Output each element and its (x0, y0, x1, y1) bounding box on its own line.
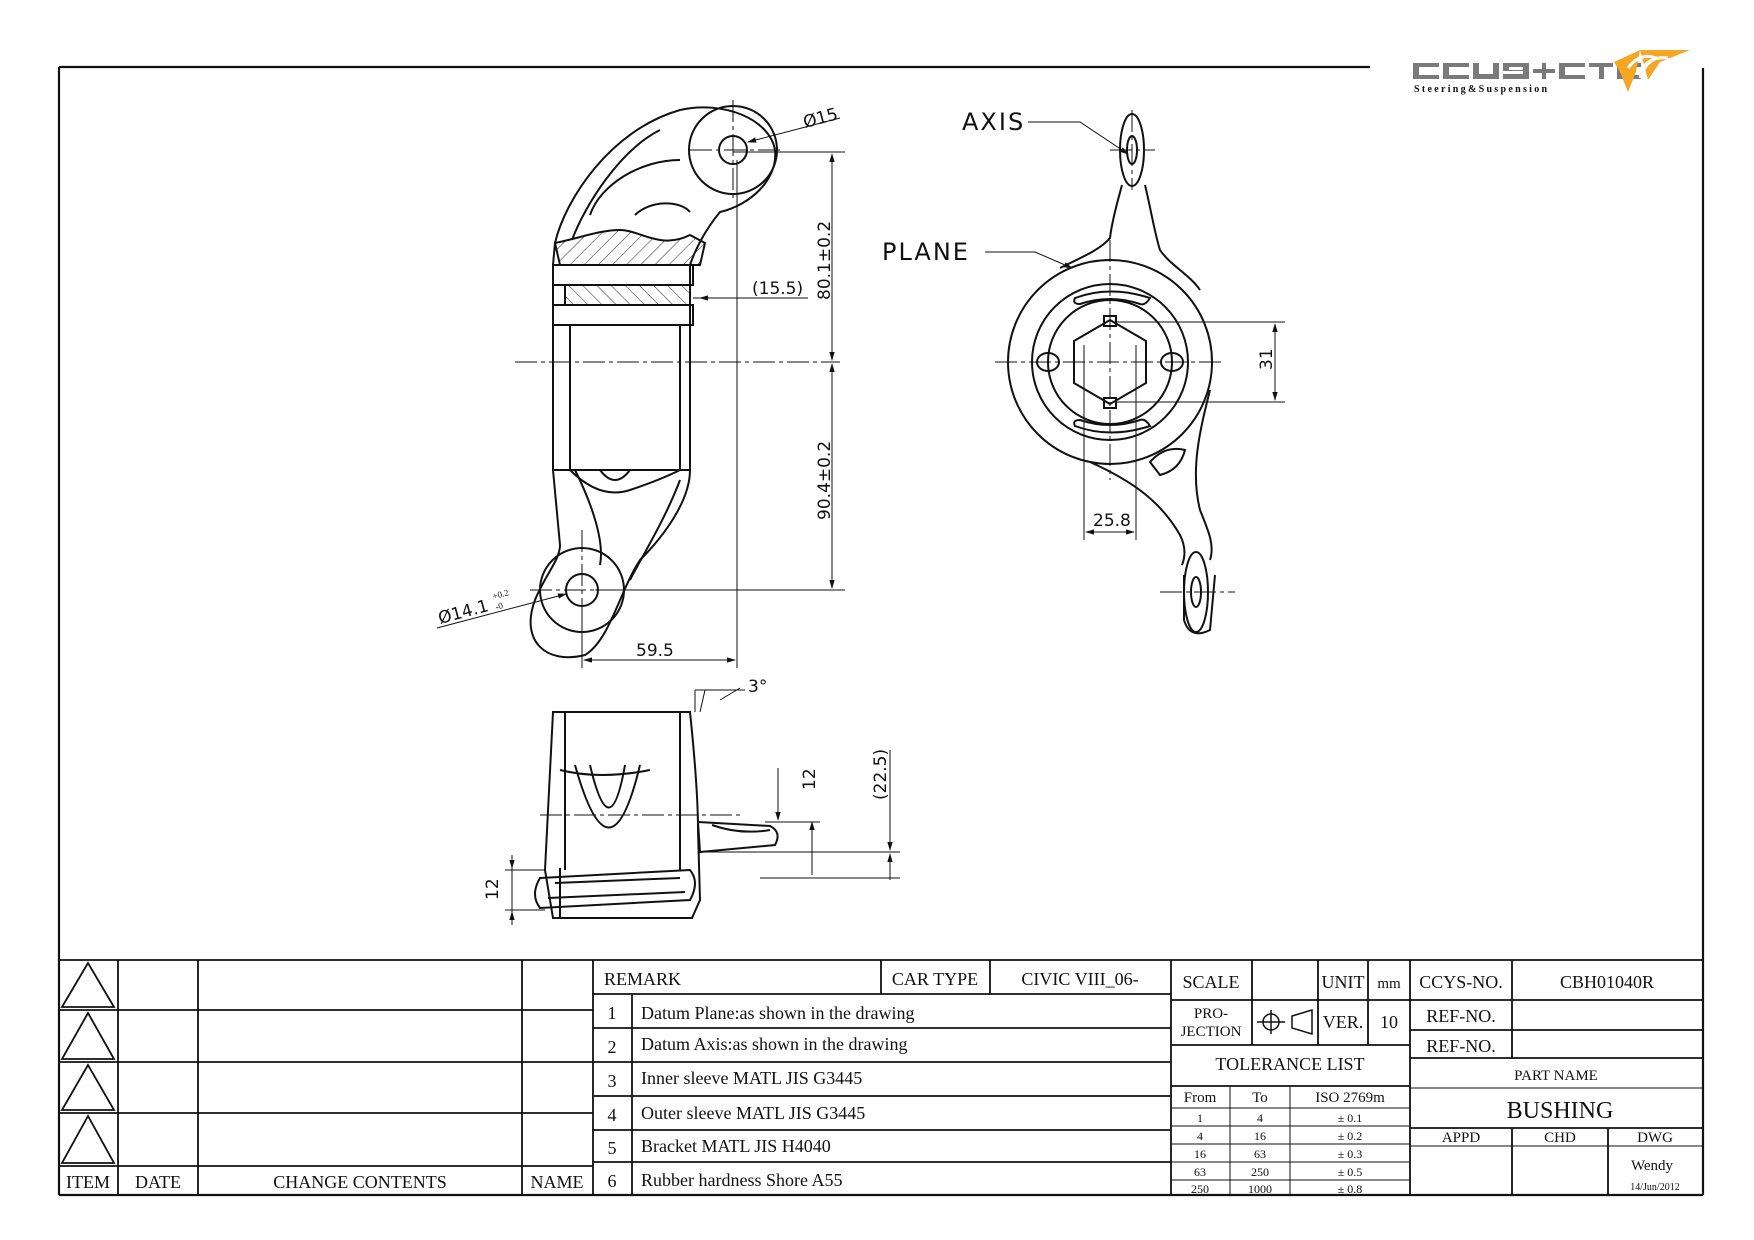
ccys-value: CBH01040R (1560, 972, 1654, 992)
dim-hole-bottom-tol-upper: +0.2 (491, 587, 509, 601)
tol-r4-to: 250 (1251, 1165, 1269, 1179)
tolerance-header-to: To (1252, 1090, 1268, 1106)
remark-no-1: 1 (608, 1003, 617, 1023)
remark-no-6: 6 (608, 1171, 617, 1191)
tol-r4-val: ± 0.5 (1338, 1165, 1363, 1179)
dim-width: 25.8 (1093, 511, 1131, 531)
remark-text-2: Datum Axis:as shown in the drawing (641, 1034, 907, 1054)
remark-no-2: 2 (608, 1037, 617, 1057)
remark-text-1: Datum Plane:as shown in the drawing (641, 1003, 914, 1023)
sheet-border (57, 65, 1705, 1197)
dim-height-lower: 90.4±0.2 (815, 441, 835, 520)
side-flange (696, 820, 779, 854)
logo-tagline: Steering&Suspension (1414, 84, 1549, 95)
tol-r2-from: 4 (1197, 1129, 1203, 1143)
dim-height-upper: 80.1±0.2 (815, 221, 835, 300)
unit-value: mm (1377, 976, 1401, 992)
tol-r5-to: 1000 (1248, 1182, 1272, 1196)
projection-symbol-icon (1257, 1008, 1313, 1036)
projection-label-2: JECTION (1181, 1024, 1242, 1040)
dim-flange-thickness: 12 (800, 768, 820, 790)
remark-text-5: Bracket MATL JIS H4040 (641, 1136, 831, 1156)
ver-label: VER. (1323, 1012, 1364, 1032)
part-name-value: BUSHING (1507, 1098, 1614, 1124)
tol-r3-val: ± 0.3 (1338, 1147, 1363, 1161)
tol-r3-from: 16 (1194, 1147, 1206, 1161)
tol-r1-from: 1 (1197, 1111, 1203, 1125)
callout-plane: PLANE (882, 238, 970, 266)
rev-header-item: ITEM (66, 1172, 110, 1192)
ccys-label: CCYS-NO. (1419, 972, 1503, 992)
dwg-value: Wendy (1631, 1158, 1674, 1174)
title-block-lines (59, 959, 1703, 1195)
remark-no-5: 5 (608, 1138, 617, 1158)
callout-axis: AXIS (962, 108, 1025, 136)
remark-text-6: Rubber hardness Shore A55 (641, 1170, 842, 1190)
dwg-label: DWG (1637, 1130, 1673, 1146)
tol-r5-val: ± 0.8 (1338, 1182, 1363, 1196)
remark-text-4: Outer sleeve MATL JIS G3445 (641, 1103, 865, 1123)
tol-r1-to: 4 (1257, 1111, 1263, 1125)
dim-hole-bottom: Ø14.1 (436, 596, 491, 629)
projection-label-1: PRO- (1194, 1006, 1228, 1022)
part-name-label: PART NAME (1514, 1068, 1598, 1084)
remark-no-4: 4 (608, 1105, 617, 1125)
rev-header-change: CHANGE CONTENTS (273, 1172, 447, 1192)
tol-r5-from: 250 (1191, 1182, 1209, 1196)
rev-header-name: NAME (531, 1172, 584, 1192)
rev-header-date: DATE (135, 1172, 181, 1192)
tol-r2-to: 16 (1254, 1129, 1266, 1143)
dim-hole-top: Ø15 (801, 104, 840, 132)
dim-bottom-flange: 12 (483, 878, 503, 900)
dwg-date: 14/Jun/2012 (1630, 1182, 1679, 1193)
bottom-view (505, 687, 900, 925)
appd-label: APPD (1442, 1130, 1481, 1146)
tol-r4-from: 63 (1194, 1165, 1206, 1179)
logo-wordmark (1413, 63, 1641, 79)
ref-label-2: REF-NO. (1426, 1036, 1496, 1056)
tol-r3-to: 63 (1254, 1147, 1266, 1161)
remark-text-3: Inner sleeve MATL JIS G3445 (641, 1068, 862, 1088)
tol-r1-val: ± 0.1 (1338, 1111, 1363, 1125)
front-view (436, 100, 845, 668)
dim-angle: 3° (748, 677, 767, 697)
section-hatch-top (553, 228, 707, 266)
side-view (985, 110, 1285, 635)
tol-r2-val: ± 0.2 (1338, 1129, 1363, 1143)
dim-hole-bottom-tol-lower: -0 (494, 600, 504, 612)
unit-label: UNIT (1322, 972, 1365, 992)
bracket-profile (529, 106, 777, 659)
ver-value: 10 (1380, 1012, 1398, 1032)
dim-spacing: 31 (1257, 348, 1277, 370)
tolerance-header-from: From (1184, 1090, 1217, 1106)
company-logo: Steering&Suspension (1413, 50, 1690, 95)
scale-label: SCALE (1182, 972, 1239, 992)
remark-title: REMARK (604, 969, 681, 989)
ref-label-1: REF-NO. (1426, 1006, 1496, 1026)
tolerance-title: TOLERANCE LIST (1215, 1054, 1364, 1074)
logo-emblem (1614, 50, 1690, 92)
car-type-label: CAR TYPE (892, 969, 978, 989)
revision-triangles (60, 961, 116, 1164)
dim-offset: (15.5) (752, 279, 803, 299)
bottom-view-body (543, 711, 702, 919)
dim-flange-height: (22.5) (871, 749, 891, 800)
car-type-value: CIVIC VIII_06- (1021, 969, 1138, 989)
tolerance-header-iso: ISO 2769m (1315, 1090, 1385, 1106)
remark-no-3: 3 (608, 1071, 617, 1091)
chd-label: CHD (1544, 1130, 1576, 1146)
bottom-flange (534, 868, 696, 910)
dim-horizontal-offset: 59.5 (636, 641, 674, 661)
